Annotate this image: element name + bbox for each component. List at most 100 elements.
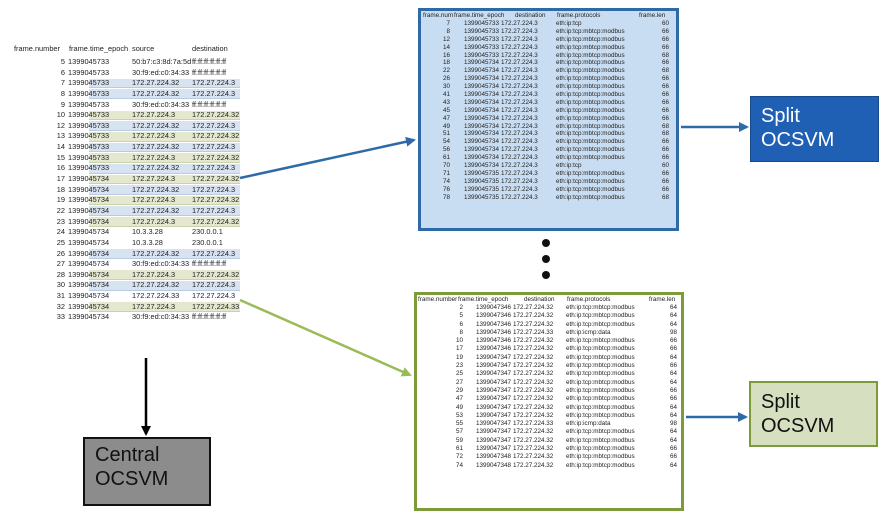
cell-destination: 172.27.224.3 <box>501 35 538 43</box>
cell-destination: 172.27.224.3 <box>501 106 538 114</box>
cell-source: 30:f9:ed:c0:34:33 <box>132 259 190 269</box>
cell-frame-len: 66 <box>669 362 677 370</box>
cell-frame-number: 25 <box>56 237 65 247</box>
cell-frame-number: 56 <box>442 146 450 154</box>
cell-source: 172.27.224.32 <box>132 120 180 130</box>
cell-protocols: eth:ip:tcp:mbtcp:modbus <box>566 345 635 353</box>
header-frame-time-epoch: frame.time_epoch <box>458 296 509 303</box>
box-label-line1: Split <box>761 105 800 127</box>
cell-frame-len: 66 <box>669 395 677 403</box>
cell-time-epoch: 1399045734 <box>68 301 110 311</box>
cell-frame-number: 2 <box>459 304 463 311</box>
cell-time-epoch: 1399045733 <box>463 20 499 27</box>
cell-protocols: eth:ip:tcp:mbtcp:modbus <box>556 177 625 185</box>
cell-destination: 172.27.224.3 <box>192 291 236 301</box>
cell-destination: 172.27.224.3 <box>501 138 538 146</box>
cell-protocols: eth:ip:tcp:mbtcp:modbus <box>566 411 635 419</box>
cell-frame-len: 66 <box>661 146 669 154</box>
row-highlight-green <box>89 131 240 142</box>
header-frame-number: frame.number <box>418 296 458 303</box>
cell-frame-number: 51 <box>442 130 450 138</box>
cell-frame-number: 45 <box>442 106 450 114</box>
row-highlight-blue <box>89 89 240 100</box>
cell-protocols: eth:ip:tcp:mbtcp:modbus <box>566 403 635 411</box>
header-destination: destination <box>524 296 555 303</box>
cell-frame-number: 33 <box>56 312 65 322</box>
cell-destination: 172.27.224.3 <box>501 122 538 130</box>
cell-destination: 172.27.224.32 <box>513 411 554 419</box>
header-frame-len: frame.len <box>639 12 666 19</box>
cell-protocols: eth:ip:tcp:mbtcp:modbus <box>556 75 625 83</box>
cell-frame-len: 66 <box>661 185 669 193</box>
cell-time-epoch: 1399045734 <box>463 98 499 106</box>
cell-time-epoch: 1399045734 <box>68 269 110 279</box>
row-highlight-blue <box>89 142 240 153</box>
cell-protocols: eth:ip:tcp:mbtcp:modbus <box>556 169 625 177</box>
row-highlight-green <box>89 110 240 121</box>
cell-source: 172.27.224.33 <box>132 291 180 301</box>
cell-destination: 172.27.224.32 <box>513 403 554 411</box>
cell-protocols: eth:ip:tcp:mbtcp:modbus <box>556 67 625 75</box>
cell-frame-number: 70 <box>442 162 450 170</box>
cell-time-epoch: 1399045734 <box>68 312 110 322</box>
cell-destination: 172.27.224.3 <box>501 185 538 193</box>
cell-time-epoch: 1399047346 <box>475 345 511 353</box>
cell-destination: 172.27.224.3 <box>501 169 538 177</box>
cell-source: 172.27.224.3 <box>132 110 176 120</box>
cell-destination: 172.27.224.3 <box>501 114 538 122</box>
cell-time-epoch: 1399045733 <box>68 57 110 66</box>
cell-source: 172.27.224.32 <box>132 248 180 258</box>
cell-frame-len: 98 <box>669 328 677 336</box>
cell-frame-len: 64 <box>669 461 677 469</box>
cell-time-epoch: 1399045734 <box>463 146 499 154</box>
cell-frame-len: 60 <box>661 162 669 170</box>
cell-frame-number: 6 <box>459 320 463 328</box>
cell-destination: 172.27.224.3 <box>501 20 538 27</box>
cell-time-epoch: 1399045734 <box>68 248 110 258</box>
cell-protocols: eth:ip:tcp:mbtcp:modbus <box>566 353 635 361</box>
cell-protocols: eth:ip:tcp:mbtcp:modbus <box>556 154 625 162</box>
cell-destination: 172.27.224.3 <box>501 27 538 35</box>
cell-time-epoch: 1399047347 <box>475 436 511 444</box>
cell-destination: 172.27.224.3 <box>501 98 538 106</box>
cell-time-epoch: 1399047347 <box>475 428 511 436</box>
cell-frame-number: 8 <box>459 328 463 336</box>
cell-frame-len: 64 <box>669 411 677 419</box>
cell-frame-number: 43 <box>442 98 450 106</box>
cell-frame-len: 68 <box>661 122 669 130</box>
row-highlight-green <box>89 217 240 227</box>
cell-protocols: eth:ip:tcp:mbtcp:modbus <box>556 35 625 43</box>
cell-destination: 172.27.224.32 <box>513 395 554 403</box>
cell-protocols: eth:ip:tcp:mbtcp:modbus <box>556 114 625 122</box>
cell-destination: 172.27.224.3 <box>501 193 538 201</box>
cell-source: 172.27.224.3 <box>132 195 176 205</box>
cell-destination: 172.27.224.32 <box>192 195 240 205</box>
cell-frame-len: 64 <box>669 378 677 386</box>
cell-destination: ff:ff:ff:ff:ff:ff <box>192 312 227 322</box>
cell-frame-number: 13 <box>56 131 65 141</box>
cell-destination: 172.27.224.3 <box>192 280 236 290</box>
cell-frame-number: 59 <box>455 436 463 444</box>
cell-destination: 172.27.224.32 <box>513 386 554 394</box>
row-highlight-blue <box>89 206 240 217</box>
header-frame-num: frame.num <box>423 12 454 19</box>
